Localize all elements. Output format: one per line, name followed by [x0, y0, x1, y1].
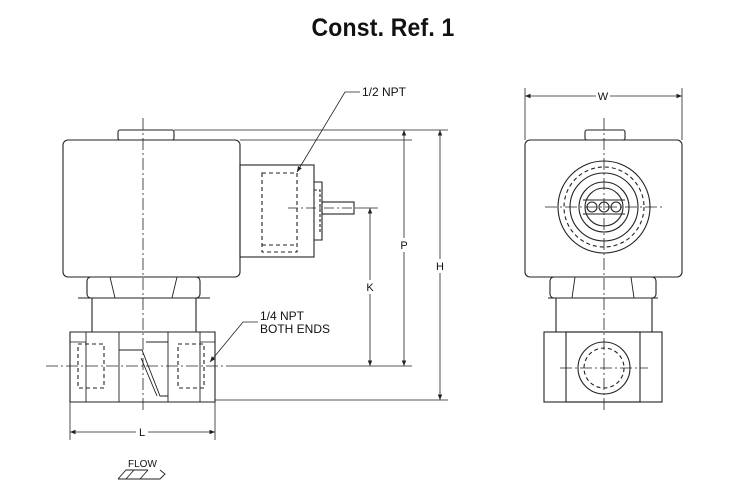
conduit-nut	[314, 181, 323, 241]
valve-body	[69, 331, 216, 403]
page-title: Const. Ref. 1	[311, 14, 455, 42]
front-view	[524, 118, 683, 412]
side-dimensions	[69, 91, 448, 440]
label-port-connection-1: 1/4 NPT	[260, 309, 305, 323]
coil-housing	[62, 139, 241, 278]
front-top-cap	[584, 129, 626, 141]
dim-l: L	[139, 427, 145, 439]
top-cap	[117, 129, 175, 141]
flow-arrow-icon	[117, 469, 166, 480]
dim-w: W	[598, 91, 609, 103]
front-hex-nut	[549, 276, 657, 299]
conduit-adapter	[239, 164, 315, 258]
label-coil-connection: 1/2 NPT	[362, 85, 407, 99]
label-flow: FLOW	[128, 459, 157, 470]
lead-wire	[321, 201, 355, 215]
label-port-connection-2: BOTH ENDS	[260, 322, 330, 336]
dim-h: H	[436, 261, 444, 273]
side-view	[46, 118, 356, 410]
conduit-nut-hidden	[314, 189, 321, 234]
conduit-thread-hidden	[261, 172, 298, 253]
hex-nut	[86, 276, 201, 299]
dim-k: K	[366, 282, 374, 294]
dim-p: P	[400, 240, 407, 252]
